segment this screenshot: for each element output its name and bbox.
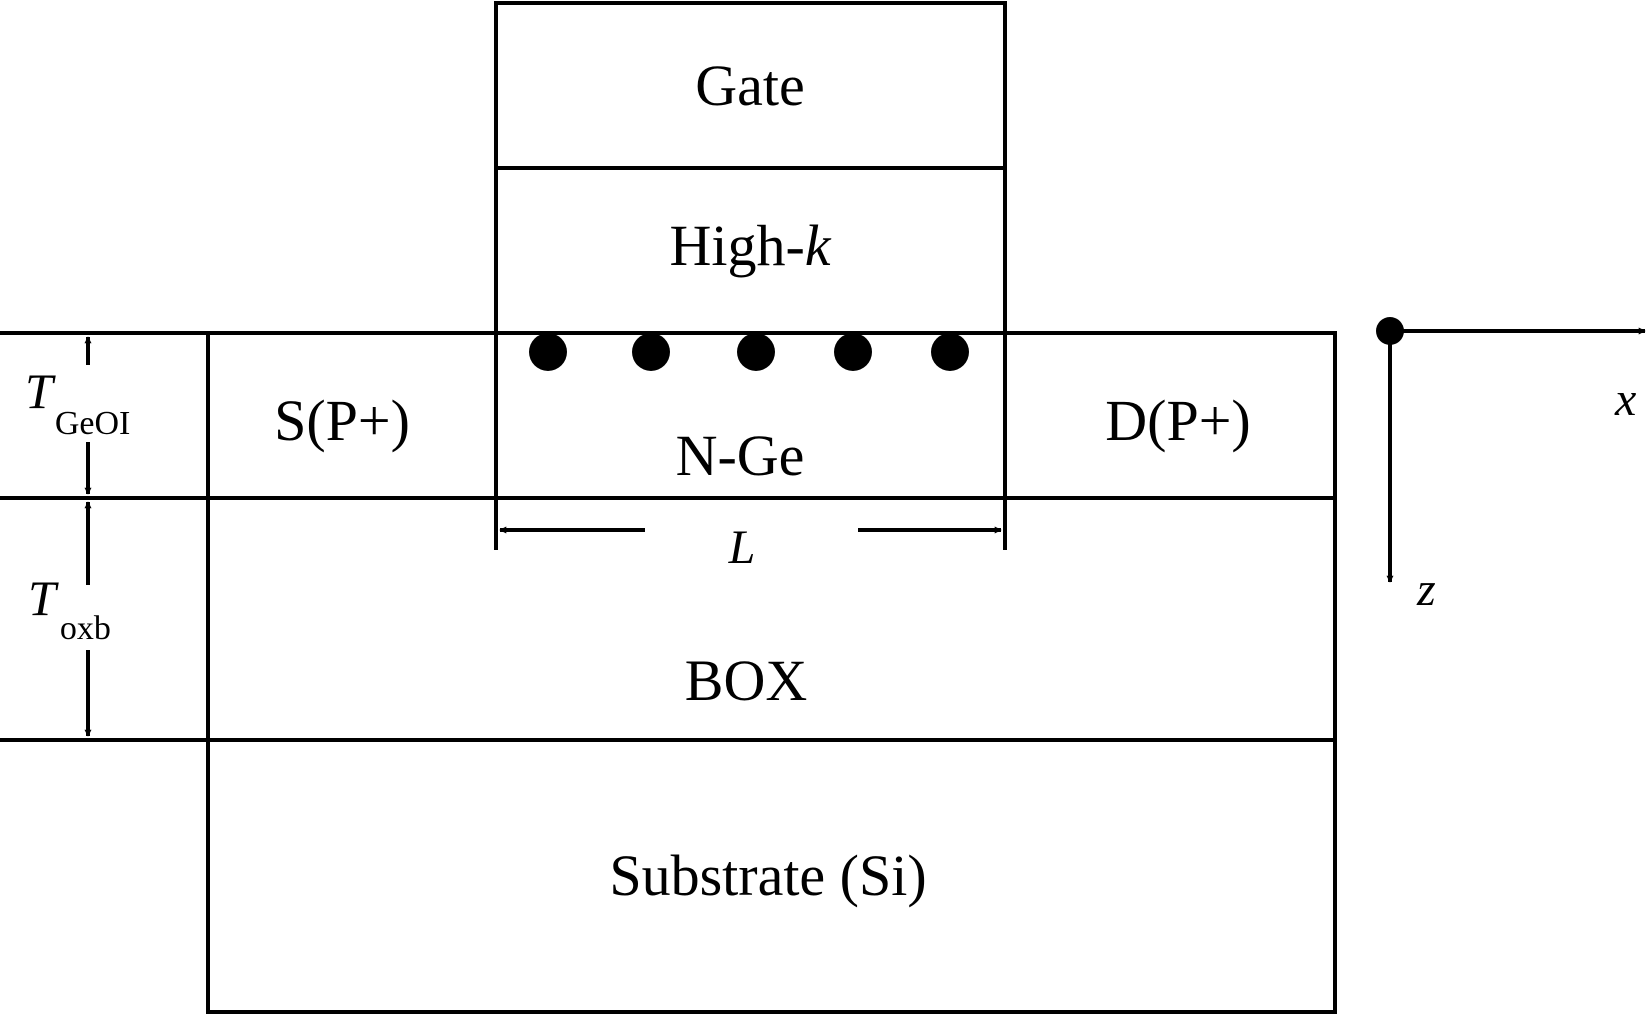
interface-charge [737,333,775,371]
high-k-symbol: k [805,213,832,278]
source-label: S(P+) [274,388,410,453]
high-k-layer [494,166,1007,335]
length-label: L [728,521,756,574]
interface-charge [529,333,567,371]
high-k-label: High-k [669,213,831,278]
t-oxb-subscript: oxb [60,610,111,647]
interface-charges [529,333,969,371]
z-axis-label: z [1416,563,1436,616]
substrate-label: Substrate (Si) [609,843,926,908]
high-k-prefix: High- [669,213,804,278]
drain-label: D(P+) [1105,388,1250,453]
interface-charge [931,333,969,371]
channel-label: N-Ge [676,423,805,488]
interface-charge [632,333,670,371]
t-geoi-label: TGeOI [25,363,130,442]
t-geoi-symbol: T [25,363,56,419]
t-oxb-label: Toxb [28,570,111,647]
t-oxb-symbol: T [28,570,59,626]
t-geoi-subscript: GeOI [55,405,131,442]
x-axis-label: x [1614,373,1636,426]
gate-layer [494,1,1007,170]
substrate-layer [206,738,1337,1014]
interface-charge [834,333,872,371]
gate-label: Gate [695,53,805,118]
box-layer [206,496,1337,742]
box-label: BOX [685,648,807,713]
